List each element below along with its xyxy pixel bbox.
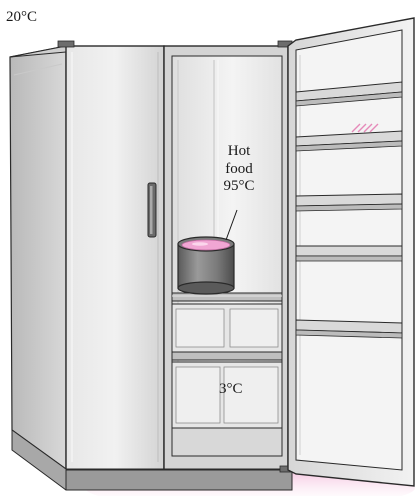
door-rack-4 [296, 246, 402, 261]
hot-food-temperature: 95°C [208, 178, 270, 196]
fridge-shelf-middle [172, 352, 282, 360]
freezer-door-handle-icon [148, 183, 156, 237]
hot-food-line2: food [208, 161, 270, 179]
fridge-interior-floor [172, 428, 282, 456]
crisper-drawers-upper [172, 304, 282, 352]
door-rack-3 [296, 194, 402, 211]
fridge-shelf-upper [172, 293, 282, 301]
door-rack-5 [296, 320, 402, 338]
hot-food-line1: Hot [208, 143, 270, 161]
hot-food-label: Hot food 95°C [208, 143, 270, 196]
freezer-door [58, 41, 164, 470]
fridge-temperature-label: 3°C [219, 381, 243, 398]
ambient-temperature-label: 20°C [6, 9, 37, 26]
fridge-left-side-panel [10, 46, 66, 469]
cooking-pot-icon [178, 237, 234, 294]
